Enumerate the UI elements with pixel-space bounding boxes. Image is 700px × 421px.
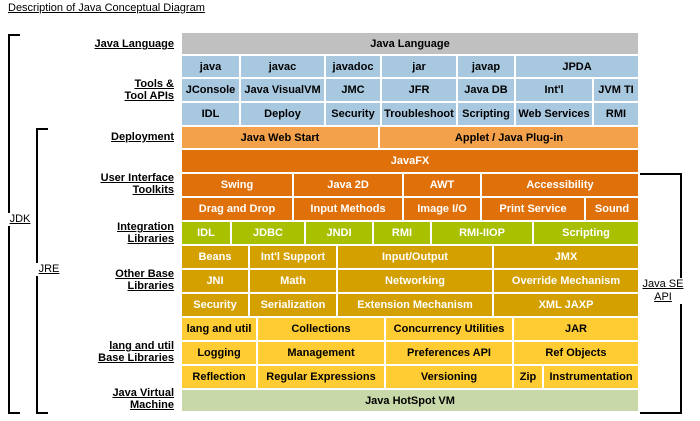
cell-rmi-tool[interactable]: RMI [594, 103, 638, 125]
jre-label[interactable]: JRE [36, 263, 62, 276]
cell-print-service[interactable]: Print Service [482, 198, 584, 220]
cell-javafx[interactable]: JavaFX [182, 150, 638, 172]
cell-override-mechanism[interactable]: Override Mechanism [494, 270, 638, 292]
cell-web-services[interactable]: Web Services [516, 103, 592, 125]
cell-jpda[interactable]: JPDA [516, 56, 638, 77]
label-deployment[interactable]: Deployment [111, 131, 174, 143]
cell-input-output[interactable]: Input/Output [338, 246, 492, 268]
cell-jfr[interactable]: JFR [382, 79, 456, 101]
cell-preferences-api[interactable]: Preferences API [386, 342, 512, 364]
cell-jndi[interactable]: JNDI [306, 222, 372, 244]
cell-idl-tool[interactable]: IDL [182, 103, 239, 125]
label-java-language[interactable]: Java Language [94, 38, 174, 50]
cell-beans[interactable]: Beans [182, 246, 248, 268]
cell-idl[interactable]: IDL [182, 222, 230, 244]
cell-applet-plugin[interactable]: Applet / Java Plug-in [380, 127, 638, 148]
cell-collections[interactable]: Collections [258, 318, 384, 340]
cell-logging[interactable]: Logging [182, 342, 256, 364]
cell-math[interactable]: Math [250, 270, 336, 292]
cell-drag-and-drop[interactable]: Drag and Drop [182, 198, 292, 220]
cell-security-tool[interactable]: Security [326, 103, 380, 125]
cell-security[interactable]: Security [182, 294, 248, 316]
cell-ref-objects[interactable]: Ref Objects [514, 342, 638, 364]
cell-jmx[interactable]: JMX [494, 246, 638, 268]
cell-troubleshoot[interactable]: Troubleshoot [382, 103, 456, 125]
cell-input-methods[interactable]: Input Methods [294, 198, 402, 220]
cell-swing[interactable]: Swing [182, 174, 292, 196]
cell-jconsole[interactable]: JConsole [182, 79, 239, 101]
cell-intl-support[interactable]: Int'l Support [250, 246, 336, 268]
cell-java[interactable]: java [182, 56, 239, 77]
cell-concurrency-utilities[interactable]: Concurrency Utilities [386, 318, 512, 340]
cell-xml-jaxp[interactable]: XML JAXP [494, 294, 638, 316]
cell-javac[interactable]: javac [241, 56, 324, 77]
cell-management[interactable]: Management [258, 342, 384, 364]
javase-api-label-line2: API [654, 291, 672, 303]
javase-api-label[interactable]: Java SE API [640, 278, 686, 304]
javase-api-label-line1: Java SE [642, 278, 684, 290]
cell-rmi-iiop[interactable]: RMI-IIOP [432, 222, 532, 244]
cell-scripting-tool[interactable]: Scripting [458, 103, 514, 125]
cell-javadoc[interactable]: javadoc [326, 56, 380, 77]
cell-javap[interactable]: javap [458, 56, 514, 77]
cell-java-2d[interactable]: Java 2D [294, 174, 402, 196]
cell-regular-expressions[interactable]: Regular Expressions [258, 366, 384, 388]
cell-deploy[interactable]: Deploy [241, 103, 324, 125]
cell-extension-mechanism[interactable]: Extension Mechanism [338, 294, 492, 316]
cell-jar[interactable]: jar [382, 56, 456, 77]
cell-java-hotspot-vm[interactable]: Java HotSpot VM [182, 390, 638, 411]
cell-versioning[interactable]: Versioning [386, 366, 512, 388]
cell-networking[interactable]: Networking [338, 270, 492, 292]
cell-jni[interactable]: JNI [182, 270, 248, 292]
cell-jar-lib[interactable]: JAR [514, 318, 638, 340]
cell-awt[interactable]: AWT [404, 174, 480, 196]
cell-zip[interactable]: Zip [514, 366, 542, 388]
cell-image-io[interactable]: Image I/O [404, 198, 480, 220]
cell-java-visualvm[interactable]: Java VisualVM [241, 79, 324, 101]
label-jvm[interactable]: Java Virtual Machine [112, 387, 174, 411]
cell-intl[interactable]: Int'l [516, 79, 592, 101]
cell-java-language[interactable]: Java Language [182, 33, 638, 54]
cell-scripting[interactable]: Scripting [534, 222, 638, 244]
cell-reflection[interactable]: Reflection [182, 366, 256, 388]
cell-jvm-ti[interactable]: JVM TI [594, 79, 638, 101]
jdk-label[interactable]: JDK [8, 213, 32, 226]
cell-serialization[interactable]: Serialization [250, 294, 336, 316]
page-title[interactable]: Description of Java Conceptual Diagram [8, 2, 205, 14]
label-tools[interactable]: Tools &Tool APIs [124, 78, 175, 102]
cell-sound[interactable]: Sound [586, 198, 638, 220]
cell-java-web-start[interactable]: Java Web Start [182, 127, 378, 148]
cell-rmi[interactable]: RMI [374, 222, 430, 244]
cell-jmc[interactable]: JMC [326, 79, 380, 101]
cell-lang-and-util[interactable]: lang and util [182, 318, 256, 340]
cell-instrumentation[interactable]: Instrumentation [544, 366, 638, 388]
cell-accessibility[interactable]: Accessibility [482, 174, 638, 196]
cell-java-db[interactable]: Java DB [458, 79, 514, 101]
cell-jdbc[interactable]: JDBC [232, 222, 304, 244]
